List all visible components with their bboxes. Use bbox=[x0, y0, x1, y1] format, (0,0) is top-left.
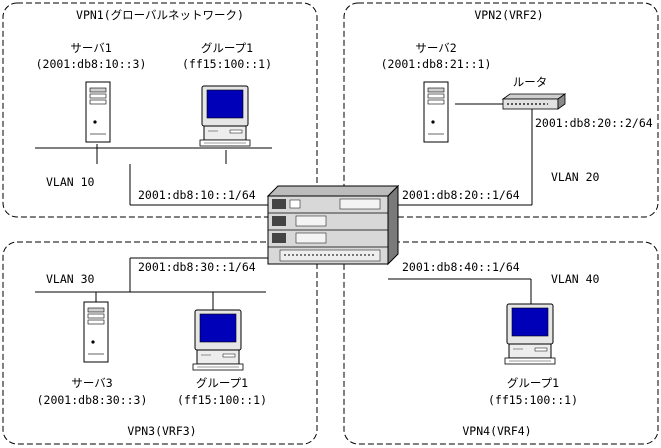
server1-address: (2001:db8:10::3) bbox=[36, 57, 147, 71]
vpn4-link-address: 2001:db8:40::1/64 bbox=[402, 260, 520, 274]
vpn3-group1-pc-icon bbox=[192, 309, 244, 371]
server2-address: (2001:db8:21::1) bbox=[381, 57, 492, 71]
server2-name: サーバ2 bbox=[415, 41, 456, 55]
vpn1-link-address: 2001:db8:10::1/64 bbox=[138, 188, 256, 202]
vpn3-group1-address: (ff15:100::1) bbox=[177, 393, 267, 407]
vpn4-group1-name: グループ1 bbox=[507, 376, 559, 390]
server3-address: (2001:db8:30::3) bbox=[37, 393, 148, 407]
core-switch-icon bbox=[266, 184, 400, 266]
vpn2-link-address: 2001:db8:20::1/64 bbox=[402, 188, 520, 202]
vpn4-group1-pc-icon bbox=[504, 303, 556, 365]
vpn3-title: VPN3(VRF3) bbox=[127, 424, 196, 438]
group1-pc-icon bbox=[199, 85, 251, 147]
router-icon bbox=[501, 93, 567, 110]
vlan20-label: VLAN 20 bbox=[551, 170, 600, 184]
router-name: ルータ bbox=[513, 75, 548, 89]
vlan10-label: VLAN 10 bbox=[46, 175, 95, 189]
router-address: 2001:db8:20::2/64 bbox=[535, 116, 653, 130]
vlan40-label: VLAN 40 bbox=[551, 272, 600, 286]
server2-icon bbox=[423, 81, 449, 143]
server3-icon bbox=[83, 301, 109, 363]
vpn1-title: VPN1(グローバルネットワーク) bbox=[76, 8, 244, 22]
group1-name: グループ1 bbox=[201, 41, 253, 55]
vpn3-group1-name: グループ1 bbox=[196, 376, 248, 390]
vpn3-link-address: 2001:db8:30::1/64 bbox=[138, 260, 256, 274]
server3-name: サーバ3 bbox=[71, 376, 112, 390]
vpn4-group1-address: (ff15:100::1) bbox=[488, 393, 578, 407]
vpn2-area bbox=[343, 2, 659, 218]
vpn1-area bbox=[2, 2, 318, 218]
group1-address: (ff15:100::1) bbox=[182, 57, 272, 71]
vpn4-title: VPN4(VRF4) bbox=[462, 424, 531, 438]
server1-name: サーバ1 bbox=[70, 41, 111, 55]
vpn2-title: VPN2(VRF2) bbox=[474, 8, 543, 22]
vlan30-label: VLAN 30 bbox=[46, 272, 95, 286]
server1-icon bbox=[85, 81, 111, 143]
